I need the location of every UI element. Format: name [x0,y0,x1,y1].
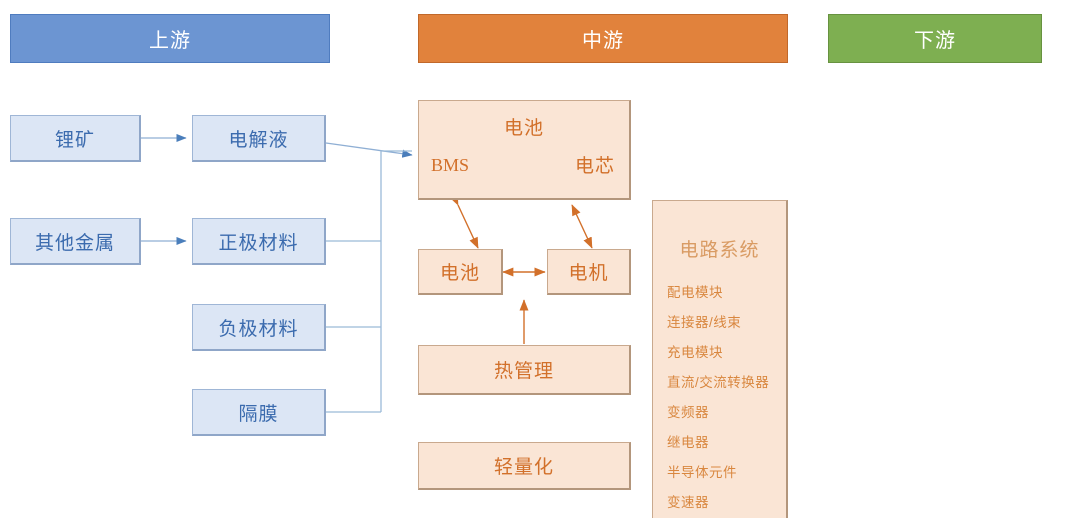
node-circuit-system-title: 电路系统 [679,240,760,261]
node-battery[interactable]: 电池 [418,249,503,295]
node-lightweight-label: 轻量化 [493,457,554,478]
wire-electrolyte-to-battery [325,142,413,158]
node-battery-pack[interactable]: 电池 BMS 电芯 [418,100,631,200]
node-other-metals[interactable]: 其他金属 [10,218,141,265]
node-battery-cell-label: 电芯 [574,156,615,177]
circuit-item: 变频器 [667,405,709,420]
node-battery-bms-label: BMS [431,155,470,175]
node-circuit-system[interactable]: 电路系统 配电模块 连接器/线束 充电模块 直流/交流转换器 变频器 继电器 半… [652,200,788,518]
banner-midstream: 中游 [418,14,788,63]
circuit-item-list: 配电模块 连接器/线束 充电模块 直流/交流转换器 变频器 继电器 半导体元件 … [667,281,778,511]
node-cathode-material[interactable]: 正极材料 [192,218,326,265]
node-lightweight[interactable]: 轻量化 [418,442,631,490]
node-battery-pack-title: 电池 [503,118,544,139]
banner-midstream-label: 中游 [582,30,624,52]
node-anode-material[interactable]: 负极材料 [192,304,326,351]
node-anode-material-label: 负极材料 [218,318,299,340]
circuit-item: 充电模块 [667,345,723,360]
node-motor-label: 电机 [568,263,609,284]
circuit-item: 配电模块 [667,285,723,300]
circuit-item: 半导体元件 [667,465,737,480]
node-electrolyte-label: 电解液 [228,129,289,151]
wire-bus-trunk [380,150,412,412]
node-cathode-material-label: 正极材料 [218,232,299,254]
node-motor[interactable]: 电机 [547,249,631,295]
node-lithium-ore[interactable]: 锂矿 [10,115,141,162]
banner-upstream: 上游 [10,14,330,63]
circuit-item: 连接器/线束 [667,315,742,330]
banner-downstream: 下游 [828,14,1042,63]
circuit-item: 继电器 [667,435,709,450]
wire-batterypack-to-battery [449,193,479,249]
banner-downstream-label: 下游 [914,30,956,52]
banner-upstream-label: 上游 [149,30,191,52]
node-battery-label: 电池 [439,263,480,284]
wire-batterypack-to-motor [571,204,593,249]
circuit-item: 直流/交流转换器 [667,375,770,390]
node-other-metals-label: 其他金属 [34,232,115,254]
node-separator-label: 隔膜 [238,403,279,425]
node-lithium-ore-label: 锂矿 [54,129,95,151]
node-thermal-management[interactable]: 热管理 [418,345,631,395]
node-thermal-management-label: 热管理 [493,361,554,382]
node-separator[interactable]: 隔膜 [192,389,326,436]
node-electrolyte[interactable]: 电解液 [192,115,326,162]
circuit-item: 变速器 [667,495,709,510]
